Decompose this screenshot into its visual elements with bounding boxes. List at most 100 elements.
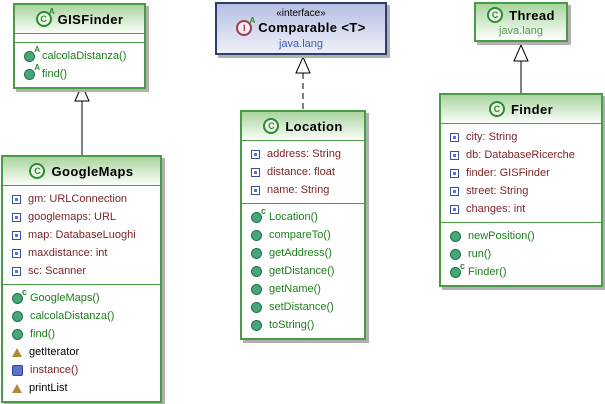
field-row[interactable]: changes: int	[441, 200, 601, 218]
methods-section: Location() compareTo() getAddress() getDist…	[242, 203, 364, 338]
method-icon	[251, 301, 262, 313]
method-row[interactable]: getAddress()	[242, 244, 364, 262]
field-row[interactable]: db: DatabaseRicerche	[441, 146, 601, 164]
field-row[interactable]: name: String	[242, 181, 364, 199]
method-row[interactable]: instance()	[3, 361, 160, 379]
member-label: finder: GISFinder	[466, 166, 550, 179]
class-icon	[488, 101, 505, 117]
member-label: printList	[29, 381, 68, 394]
class-box-googlemaps[interactable]: GoogleMaps gm: URLConnectiongooglemaps: …	[1, 155, 162, 403]
method-row[interactable]: getName()	[242, 280, 364, 298]
member-label: distance: float	[267, 165, 335, 178]
member-label: GoogleMaps()	[30, 291, 100, 304]
member-label: maxdistance: int	[28, 246, 108, 259]
fields-section: address: String distance: float name: Stri…	[242, 140, 364, 203]
member-label: getAddress()	[269, 246, 332, 259]
method-icon	[251, 283, 262, 295]
hollow-triangle-arrowhead	[74, 83, 90, 102]
class-header: Thread java.lang	[476, 4, 566, 40]
member-label: getDistance()	[269, 264, 335, 277]
method-row[interactable]: GoogleMaps()	[3, 287, 160, 307]
member-label: db: DatabaseRicerche	[466, 148, 575, 161]
method-row[interactable]: setDistance()	[242, 298, 364, 316]
field-row[interactable]: gm: URLConnection	[3, 190, 160, 208]
class-name: GISFinder	[57, 11, 124, 27]
member-label: city: String	[466, 130, 518, 143]
method-row[interactable]: Finder()	[441, 261, 601, 281]
class-name-row: GISFinder	[17, 7, 142, 27]
member-label: compareTo()	[269, 228, 331, 241]
field-row[interactable]: map: DatabaseLuoghi	[3, 226, 160, 244]
method-row[interactable]: getIterator	[3, 343, 160, 361]
method-row[interactable]: newPosition()	[441, 227, 601, 245]
member-label: calcolaDistanza()	[30, 309, 115, 322]
member-label: calcolaDistanza()	[42, 49, 127, 62]
constructor-icon	[12, 287, 27, 304]
class-box-comparable[interactable]: «interface» Comparable <T> java.lang	[215, 2, 387, 55]
static-method-icon	[12, 364, 23, 376]
field-icon	[450, 150, 459, 160]
field-icon	[12, 212, 21, 222]
field-row[interactable]: address: String	[242, 145, 364, 163]
class-box-gisfinder[interactable]: GISFinder calcolaDistanza() find()	[13, 3, 146, 89]
class-header: GISFinder	[15, 5, 144, 33]
class-name: Comparable <T>	[258, 20, 366, 35]
method-row[interactable]: printList	[3, 379, 160, 397]
class-box-location[interactable]: Location address: String distance: float n…	[240, 110, 366, 340]
method-row[interactable]: calcolaDistanza()	[3, 307, 160, 325]
field-row[interactable]: maxdistance: int	[3, 244, 160, 262]
field-row[interactable]: finder: GISFinder	[441, 164, 601, 182]
methods-section: newPosition() run() Finder()	[441, 222, 601, 285]
field-row[interactable]: sc: Scanner	[3, 262, 160, 280]
member-label: name: String	[267, 183, 330, 196]
class-name: Thread	[509, 7, 555, 23]
method-row[interactable]: compareTo()	[242, 226, 364, 244]
extends-edge-googlemaps-gisfinder[interactable]	[74, 83, 90, 155]
method-row[interactable]: find()	[15, 63, 144, 83]
abstract-class-icon	[35, 7, 55, 27]
class-box-thread[interactable]: Thread java.lang	[474, 2, 568, 42]
field-icon	[251, 167, 260, 177]
abstract-method-icon	[24, 45, 40, 62]
stereotype-label: «interface»	[276, 7, 326, 19]
method-row[interactable]: run()	[441, 245, 601, 263]
method-icon	[251, 247, 262, 259]
class-header: «interface» Comparable <T> java.lang	[217, 4, 385, 53]
method-row[interactable]: find()	[3, 325, 160, 343]
method-row[interactable]: calcolaDistanza()	[15, 45, 144, 65]
member-label: address: String	[267, 147, 341, 160]
field-icon	[251, 149, 260, 159]
member-label: newPosition()	[468, 229, 535, 242]
member-label: sc: Scanner	[28, 264, 87, 277]
member-label: Finder()	[468, 265, 507, 278]
field-icon	[450, 132, 459, 142]
class-icon	[29, 163, 46, 179]
member-label: getIterator	[29, 345, 80, 358]
member-label: find()	[42, 67, 68, 80]
implements-edge-location-comparable[interactable]	[295, 55, 311, 110]
class-icon	[487, 7, 504, 23]
method-row[interactable]: Location()	[242, 206, 364, 226]
member-label: gm: URLConnection	[28, 192, 128, 205]
field-icon	[12, 266, 21, 276]
constructor-icon	[251, 206, 266, 223]
member-label: map: DatabaseLuoghi	[28, 228, 136, 241]
class-header: Location	[242, 112, 364, 140]
extends-edge-finder-thread[interactable]	[513, 43, 529, 93]
method-icon	[450, 230, 461, 242]
constructor-icon	[450, 261, 465, 278]
field-row[interactable]: distance: float	[242, 163, 364, 181]
member-label: getName()	[269, 282, 321, 295]
package-label: java.lang	[278, 37, 324, 50]
field-row[interactable]: street: String	[441, 182, 601, 200]
methods-section: GoogleMaps() calcolaDistanza() find() getIt…	[3, 284, 160, 401]
field-row[interactable]: city: String	[441, 128, 601, 146]
method-row[interactable]: toString()	[242, 316, 364, 334]
method-icon	[251, 265, 262, 277]
field-icon	[450, 186, 459, 196]
method-icon	[12, 328, 23, 340]
method-row[interactable]: getDistance()	[242, 262, 364, 280]
field-icon	[12, 194, 21, 204]
field-row[interactable]: googlemaps: URL	[3, 208, 160, 226]
